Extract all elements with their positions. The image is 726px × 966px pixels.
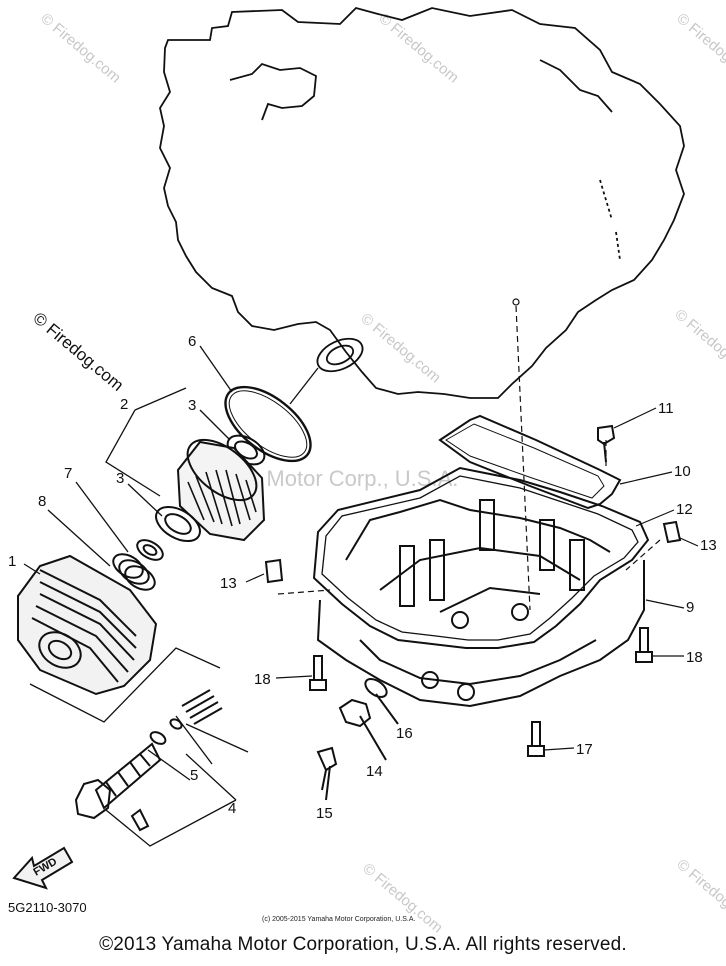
part-label-3: 3 [116, 470, 124, 487]
bolt-parts [309, 627, 653, 757]
bolt-assembly-part [74, 689, 223, 832]
oil-filter-part [17, 554, 158, 696]
small-copyright: (c) 2005-2015 Yamaha Motor Corporation, … [262, 916, 416, 923]
part-label-18: 18 [254, 671, 271, 688]
alignment-dot [512, 298, 520, 306]
part-number-labels: 1 2 3 3 4 5 6 7 8 9 10 11 12 13 13 14 15… [8, 333, 717, 822]
part-label-10: 10 [674, 463, 691, 480]
part-label-7: 7 [64, 465, 72, 482]
part-label-3: 3 [188, 397, 196, 414]
watermark-dark: © Firedog.com [29, 309, 127, 395]
part-label-11: 11 [658, 400, 674, 417]
part-label-12: 12 [676, 501, 693, 518]
part-label-5: 5 [190, 767, 198, 784]
watermark: © Firedog.com [375, 10, 461, 86]
part-label-14: 14 [366, 763, 383, 780]
copyright-notice: ©2013 Yamaha Motor Corporation, U.S.A. A… [99, 934, 627, 955]
watermark: © Firedog.com [359, 860, 445, 936]
part-label-8: 8 [38, 493, 46, 510]
crankcase-outline [159, 6, 685, 399]
callout-lines [23, 345, 319, 847]
part-label-9: 9 [686, 599, 694, 616]
washer-spring-parts [112, 539, 164, 591]
alignment-lines [277, 305, 661, 611]
part-label-4: 4 [228, 800, 236, 817]
watermark: © Firedog.com [357, 310, 443, 386]
part-label-2: 2 [120, 396, 128, 413]
part-label-16: 16 [396, 725, 413, 742]
part-label-1: 1 [8, 553, 16, 570]
part-label-13: 13 [700, 537, 717, 554]
diagram-code: 5G2110-3070 [8, 900, 87, 915]
part-label-15: 15 [316, 805, 333, 822]
drain-parts [316, 678, 399, 801]
oil-pan-part [312, 466, 650, 708]
watermark: © Firedog.com [37, 10, 123, 86]
watermark: © Firedog.com [673, 10, 726, 86]
part-label-18: 18 [686, 649, 703, 666]
part-label-13: 13 [220, 575, 237, 592]
part-label-6: 6 [188, 333, 196, 350]
leader-lines [245, 407, 699, 751]
plug-parts [264, 520, 682, 584]
oil-cooler-part [155, 434, 266, 543]
watermark: © Firedog.com [671, 306, 726, 382]
watermark: © Firedog.com [673, 856, 726, 932]
watermarks: © Firedog.com © Firedog.com © Firedog.co… [29, 10, 726, 936]
fwd-arrow-icon: FWD [12, 846, 74, 890]
part-label-17: 17 [576, 741, 593, 758]
cover-plate-part [438, 414, 622, 510]
